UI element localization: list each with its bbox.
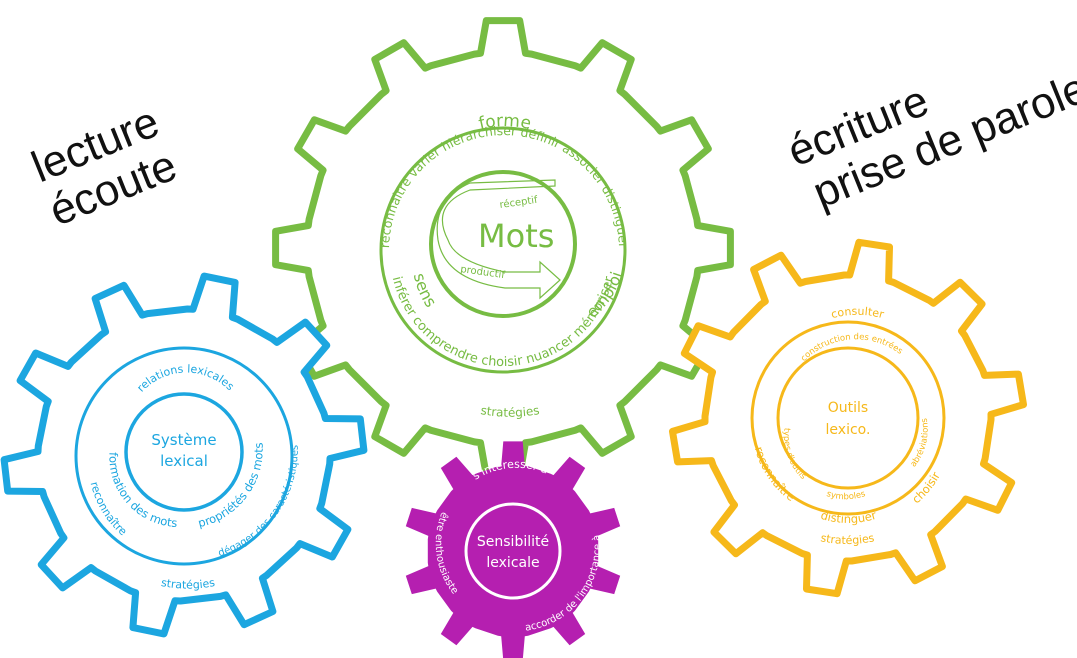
sensibilite-inner-ring <box>464 502 562 600</box>
outils-gear-shape <box>669 238 1027 598</box>
sensibilite-gear-shape <box>405 441 621 658</box>
label-ecriture-parole: écriture prise de parole <box>781 63 1077 217</box>
mots-gear-shape <box>272 17 734 479</box>
systeme-gear-shape <box>0 272 368 638</box>
sensibilite-center-line2: lexicale <box>486 555 539 571</box>
outils-distinguer-label: distinguer <box>819 508 878 526</box>
receptif-productif-arrow <box>436 179 561 300</box>
systeme-inner-ring <box>124 392 244 512</box>
outils-strategies-label: stratégies <box>820 531 876 547</box>
mots-forme-label: forme <box>477 111 533 134</box>
mots-middle-ring <box>379 126 627 374</box>
mots-inner-ring <box>429 170 577 318</box>
mots-center-label: Mots <box>478 217 554 255</box>
label-lecture-ecoute: lecture écoute <box>25 97 183 235</box>
outils-inner-ring <box>776 346 920 490</box>
receptif-label: réceptif <box>499 194 539 211</box>
systeme-center-line1: Système <box>151 431 216 449</box>
outils-center-line2: lexico. <box>826 422 871 438</box>
systeme-center-line2: lexical <box>160 452 208 470</box>
systeme-strategies-label: stratégies <box>160 576 216 592</box>
outils-outer-ring <box>750 320 946 516</box>
systeme-outer-ring <box>74 346 294 566</box>
outils-symboles-label: symboles <box>825 489 867 502</box>
sensibilite-center-line1: Sensibilité <box>477 534 549 550</box>
outils-center-line1: Outils <box>828 400 868 416</box>
mots-strategies-label: stratégies <box>480 403 541 420</box>
